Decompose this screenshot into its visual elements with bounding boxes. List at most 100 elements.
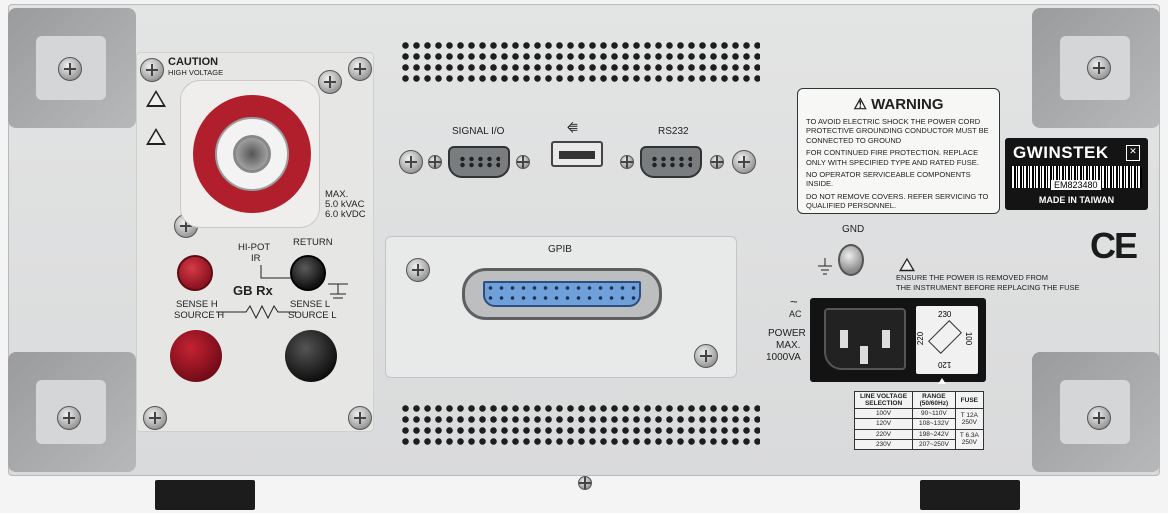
hipot-label: HI-POT <box>238 242 271 253</box>
kvac-rating: 5.0 kVAC <box>325 199 365 210</box>
hv-output-terminal[interactable] <box>180 80 320 228</box>
power-label: POWER <box>768 328 806 339</box>
table-cell: 108~132V <box>912 418 956 430</box>
selector-pointer-icon <box>938 378 946 384</box>
sense-h-terminal[interactable] <box>177 255 213 291</box>
gnd-terminal[interactable] <box>838 244 864 276</box>
panel-screw <box>143 406 167 430</box>
ac-symbol-icon: ~ <box>790 294 798 309</box>
fuse-warning-icon <box>899 257 915 272</box>
gpib-screw <box>694 344 718 368</box>
return-label: RETURN <box>293 237 333 248</box>
power-max-label: MAX. <box>776 340 801 351</box>
brand-label: GWINSTEK ✕ EM823480 MADE IN TAIWAN <box>1005 138 1148 210</box>
source-l-terminal[interactable] <box>285 330 337 382</box>
warning-text-4: DO NOT REMOVE COVERS. REFER SERVICING TO… <box>806 191 989 210</box>
lightning-warning-icon <box>146 90 166 107</box>
gpib-label: GPIB <box>548 244 572 255</box>
table-cell: 198~242V <box>912 428 956 440</box>
foot-left <box>155 480 255 510</box>
table-cell: 230V <box>853 438 914 450</box>
table-cell: 100V <box>853 408 914 420</box>
warning-label: ⚠ WARNING TO AVOID ELECTRIC SHOCK THE PO… <box>797 88 1000 214</box>
kvdc-rating: 6.0 kVDC <box>325 209 366 220</box>
ir-label: IR <box>251 253 261 264</box>
source-h-label: SOURCE H <box>174 310 225 321</box>
warning-title: WARNING <box>871 96 944 113</box>
gwinstek-logo: GWINSTEK <box>1013 143 1109 162</box>
source-l-label: SOURCE L <box>288 310 337 321</box>
voltage-230: 230 <box>938 310 952 319</box>
max-label: MAX. <box>325 189 349 200</box>
sense-h-label: SENSE H <box>176 299 218 310</box>
table-row: 100V 90~110V T 12A 250V <box>853 408 985 430</box>
voltage-selector-fuse-holder[interactable]: 230 220 100 120 <box>916 306 978 374</box>
panel-screw <box>318 70 342 94</box>
table-cell: 207~250V <box>912 438 956 450</box>
signal-io-label: SIGNAL I/O <box>452 126 505 137</box>
table-header-row: LINE VOLTAGE SELECTION RANGE (50/60Hz) F… <box>853 390 985 410</box>
high-voltage-label: HIGH VOLTAGE <box>168 68 224 77</box>
return-terminal[interactable] <box>290 255 326 291</box>
corner-screw <box>58 57 82 81</box>
port-screw <box>732 150 756 174</box>
sense-l-label: SENSE L <box>290 299 331 310</box>
barcode <box>1011 166 1142 188</box>
warning-text-3: NO OPERATOR SERVICEABLE COMPONENTS INSID… <box>806 169 971 189</box>
power-va-label: 1000VA <box>766 352 801 363</box>
signal-io-port[interactable] <box>448 146 510 178</box>
voltage-100: 100 <box>964 331 974 346</box>
serial-number: EM823480 <box>1051 180 1101 190</box>
ground-icon <box>818 258 832 275</box>
port-screw <box>428 155 442 169</box>
source-h-terminal[interactable] <box>170 330 222 382</box>
corner-screw <box>1087 406 1111 430</box>
voltage-120: 120 <box>938 360 952 369</box>
table-cell: 220V <box>853 428 914 440</box>
corner-screw <box>57 406 81 430</box>
power-inlet: 230 220 100 120 <box>810 298 986 382</box>
port-screw <box>399 150 423 174</box>
fuse-icon <box>928 320 962 354</box>
panel-screw <box>348 406 372 430</box>
fuse-rating-table: LINE VOLTAGE SELECTION RANGE (50/60Hz) F… <box>853 390 985 450</box>
table-header: LINE VOLTAGE SELECTION <box>853 390 914 410</box>
table-row: 220V 198~242V T 6.3A 250V <box>853 428 985 450</box>
caution-label: CAUTION <box>168 56 219 68</box>
fuse-notice-2: THE INSTRUMENT BEFORE REPLACING THE FUSE <box>896 283 1080 292</box>
port-screw <box>516 155 530 169</box>
gpib-screw <box>406 258 430 282</box>
table-header: RANGE (50/60Hz) <box>912 390 956 410</box>
port-screw <box>620 155 634 169</box>
ac-label: AC <box>789 309 802 319</box>
panel-screw <box>348 57 372 81</box>
gnd-label: GND <box>842 224 865 235</box>
gb-rx-label: GB Rx <box>233 283 273 298</box>
table-row: 230V 207~250V <box>853 438 984 450</box>
port-screw <box>710 155 724 169</box>
table-cell: T 6.3A 250V <box>954 428 985 450</box>
table-header: FUSE <box>954 390 985 410</box>
warning-text-2: FOR CONTINUED FIRE PROTECTION. REPLACE O… <box>806 148 979 167</box>
vent-top <box>400 40 760 82</box>
voltage-220: 220 <box>916 331 926 346</box>
rs232-label: RS232 <box>658 126 689 137</box>
table-cell: T 12A 250V <box>954 408 985 430</box>
table-cell: 120V <box>853 418 914 430</box>
ce-mark: CE <box>1090 225 1138 266</box>
rs232-port[interactable] <box>640 146 702 178</box>
table-cell: 90~110V <box>912 408 956 420</box>
bottom-screw <box>578 476 592 490</box>
panel-screw <box>140 58 164 82</box>
vent-bottom <box>400 403 760 445</box>
warning-icon: ⚠ <box>853 96 867 113</box>
caution-warning-icon <box>146 128 166 145</box>
fuse-notice-1: ENSURE THE POWER IS REMOVED FROM <box>896 273 1048 282</box>
ac-power-socket[interactable] <box>824 308 906 370</box>
weee-bin-icon: ✕ <box>1126 145 1140 161</box>
usb-port[interactable] <box>551 141 603 167</box>
corner-screw <box>1087 56 1111 80</box>
usb-icon: ⭅ <box>567 121 578 135</box>
foot-right <box>920 480 1020 510</box>
gpib-port[interactable] <box>462 268 662 320</box>
